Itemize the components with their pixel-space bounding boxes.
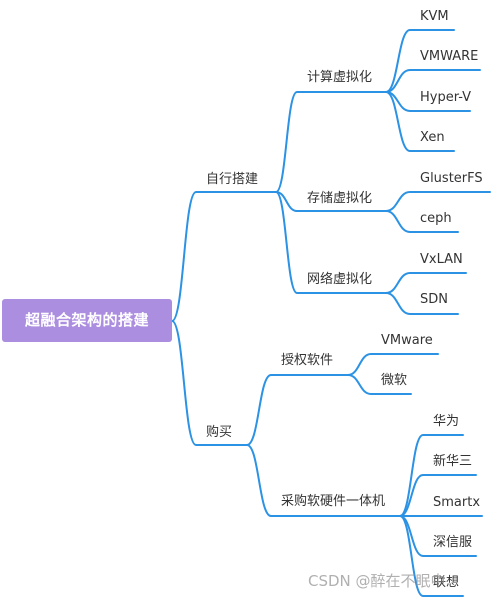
connector-5-1 [246,444,401,517]
node-licensed-software: 授权软件 [281,353,334,368]
connector-6-0 [347,353,439,376]
leaf-vmware: VMWARE [420,49,479,64]
leaf-lenovo: 联想 [433,575,460,590]
root-node-label: 超融合架构的搭建 [24,311,149,329]
node-hci-appliance: 采购软硬件一体机 [281,494,386,509]
node-storage-virtualization: 存储虚拟化 [307,191,373,206]
leaf-h3c: 新华三 [433,454,473,469]
leaf-vmware-licensed: VMware [381,333,433,348]
connector-2-1 [385,69,481,93]
connector-1-2 [275,191,387,294]
connector-7-0 [399,434,464,517]
connector-0-1 [171,320,248,446]
leaf-sangfor: 深信服 [433,535,473,550]
connector-1-1 [275,191,387,212]
connector-6-1 [347,374,412,395]
leaf-hyper-v: Hyper-V [420,90,472,105]
connector-3-0 [385,191,491,212]
root-node-box [2,299,172,342]
connector-2-3 [385,91,455,152]
leaf-ceph: ceph [420,211,452,226]
branch-self-build: 自行搭建 [206,172,259,187]
leaf-kvm: KVM [420,9,449,24]
leaf-glusterfs: GlusterFS [420,171,483,186]
leaf-smartx: Smartx [433,495,481,510]
leaf-vxlan: VxLAN [420,252,463,267]
leaf-huawei: 华为 [433,414,460,429]
connector-7-4 [399,515,464,597]
connector-4-1 [385,292,459,315]
connector-5-0 [246,374,349,446]
connector-0-0 [171,191,277,322]
connector-1-0 [275,91,387,193]
node-compute-virtualization: 计算虚拟化 [307,70,373,85]
connector-7-1 [399,474,477,517]
watermark-text: CSDN @醉在不眠中 [308,572,446,590]
leaf-sdn: SDN [420,292,448,307]
leaf-xen: Xen [420,130,445,145]
branch-purchase: 购买 [206,425,233,440]
connector-3-1 [385,210,459,233]
leaf-microsoft: 微软 [381,373,408,388]
mindmap-connectors [171,29,491,597]
node-network-virtualization: 网络虚拟化 [307,272,373,287]
connector-4-0 [385,272,467,294]
connector-2-0 [385,29,455,93]
